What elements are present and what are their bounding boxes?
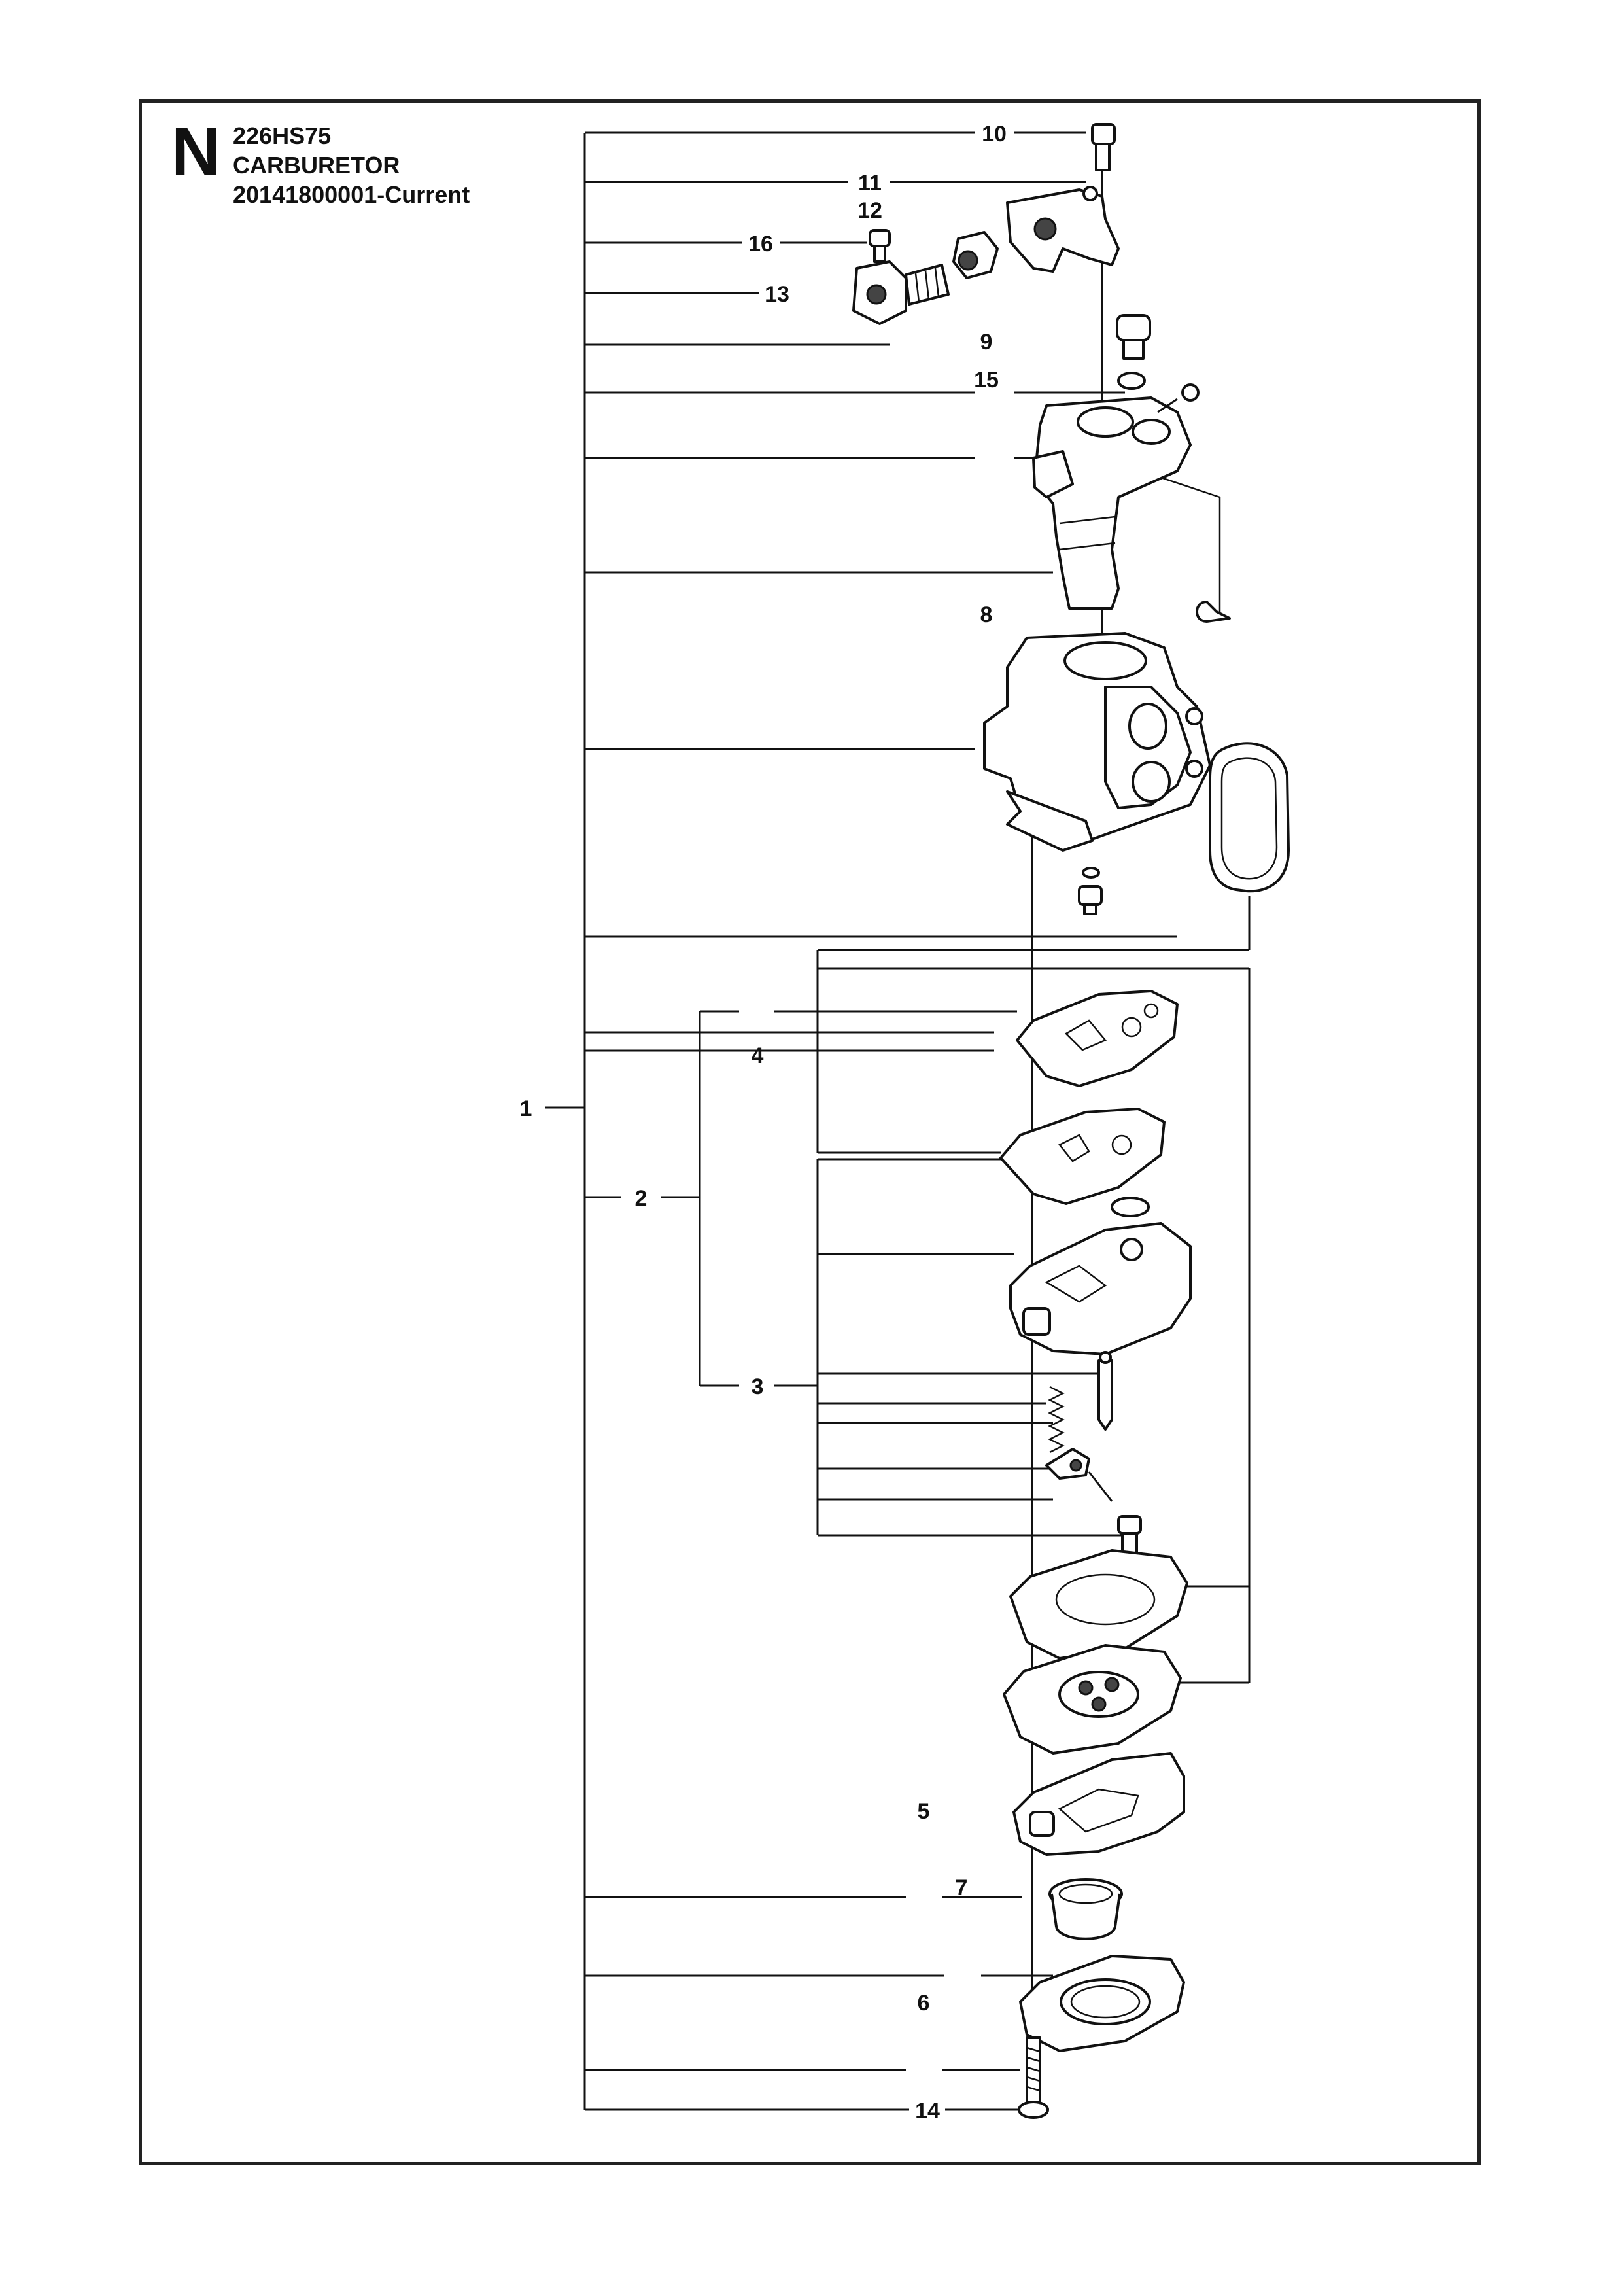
part-oring-15 (1117, 372, 1146, 390)
part-adjuster-13 (852, 260, 950, 325)
part-manifold-gasket (1209, 742, 1290, 893)
part-screw-9 (1116, 314, 1151, 360)
callout-3: 3 (752, 1374, 764, 1399)
part-primer-cover-6 (1019, 1955, 1185, 2052)
section-letter: N (171, 114, 221, 190)
part-metering-cover-5 (1012, 1752, 1185, 1856)
part-lever-arm (1045, 1448, 1113, 1502)
callout-15: 15 (974, 368, 999, 393)
part-oring-small (1082, 867, 1100, 879)
part-lever-11 (1006, 186, 1120, 273)
part-carburetor-body (983, 632, 1211, 852)
part-throttle-body (1032, 383, 1200, 610)
callout-6: 6 (918, 1991, 930, 2016)
part-clip-8 (1196, 601, 1231, 623)
part-diaphragm (1003, 1644, 1182, 1755)
callout-2: 2 (635, 1186, 648, 1211)
callout-5: 5 (918, 1799, 930, 1824)
part-bolt-14 (1018, 2036, 1049, 2119)
part-gasket-4a (1016, 990, 1179, 1087)
callout-14: 14 (915, 2099, 940, 2123)
callout-9: 9 (980, 330, 993, 355)
part-primer-bulb-7 (1048, 1878, 1123, 1940)
callout-4: 4 (752, 1043, 764, 1068)
callout-7: 7 (956, 1876, 968, 1900)
callout-16: 16 (748, 232, 773, 256)
drawing-frame (139, 99, 1481, 2165)
serial-range: 20141800001-Current (233, 181, 470, 208)
callout-10: 10 (982, 122, 1007, 147)
assembly-title: CARBURETOR (233, 152, 400, 179)
part-screw-16 (869, 229, 891, 263)
model-number: 226HS75 (233, 122, 332, 149)
callout-13: 13 (765, 282, 789, 307)
part-pump-body (1009, 1197, 1192, 1355)
part-spring (1048, 1386, 1065, 1454)
part-diaphragm-gasket (1009, 1549, 1188, 1660)
callout-1: 1 (520, 1096, 532, 1121)
part-needle (1097, 1351, 1113, 1431)
part-screw-small (1078, 885, 1103, 915)
callout-11: 11 (858, 171, 882, 196)
part-gasket-4b (999, 1108, 1166, 1205)
leader-lines (545, 131, 1251, 2111)
callout-12: 12 (857, 198, 882, 223)
part-screw-pump (1117, 1515, 1142, 1554)
callout-labels: 10 11 12 16 13 9 15 8 1 4 2 3 5 7 6 14 (520, 122, 1007, 2123)
part-screw-10 (1091, 123, 1116, 171)
callout-8: 8 (980, 603, 993, 627)
part-nut-12 (952, 231, 999, 279)
